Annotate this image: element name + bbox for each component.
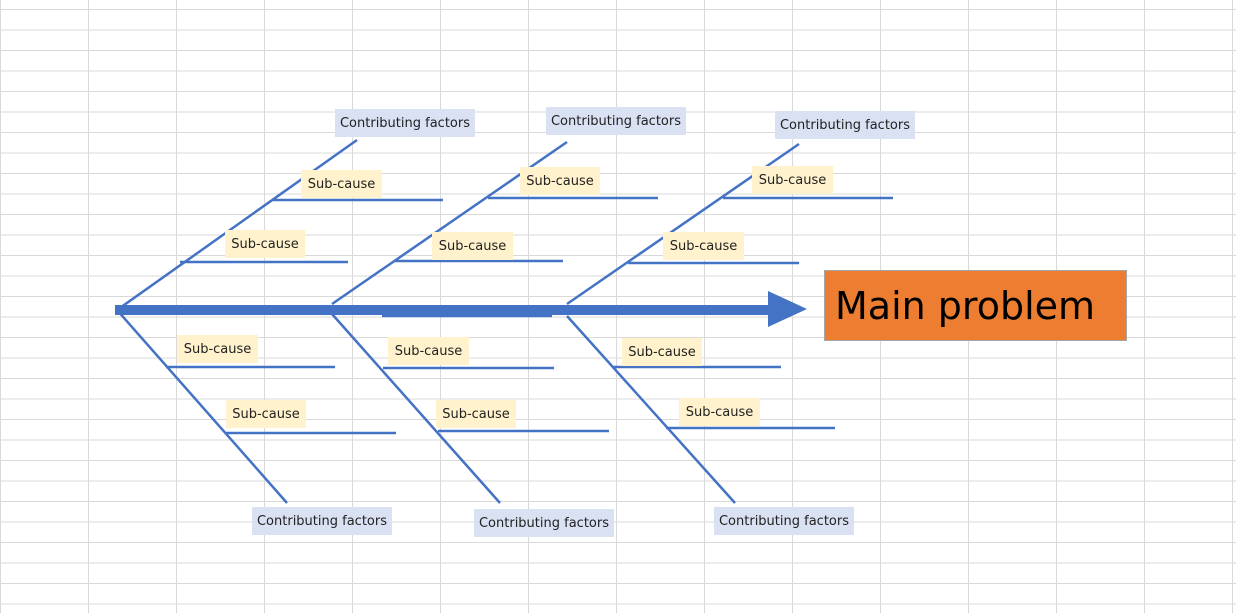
bones xyxy=(116,138,893,504)
lower-bone-3 xyxy=(566,315,736,504)
sub-cause-label: Sub-cause xyxy=(177,335,258,363)
contributing-factors-label: Contributing factors xyxy=(775,111,915,139)
lower-bone-2 xyxy=(331,313,501,504)
sub-cause-label: Sub-cause xyxy=(663,232,744,260)
main-problem-box: Main problem xyxy=(824,270,1127,341)
sub-cause-label: Sub-cause xyxy=(432,232,513,260)
contributing-factors-label: Contributing factors xyxy=(474,509,614,537)
sub-cause-label: Sub-cause xyxy=(520,167,600,195)
contributing-factors-label: Contributing factors xyxy=(714,507,854,535)
contributing-factors-label: Contributing factors xyxy=(252,507,392,535)
sub-cause-label: Sub-cause xyxy=(226,400,306,428)
sub-cause-label: Sub-cause xyxy=(436,400,516,428)
sub-cause-label: Sub-cause xyxy=(752,166,833,194)
sub-cause-label: Sub-cause xyxy=(679,398,760,426)
sub-cause-label: Sub-cause xyxy=(622,338,702,366)
contributing-factors-label: Contributing factors xyxy=(335,109,475,137)
contributing-factors-label: Contributing factors xyxy=(546,107,686,135)
spine-arrowhead xyxy=(768,291,807,327)
sub-cause-label: Sub-cause xyxy=(388,337,469,365)
sub-cause-label: Sub-cause xyxy=(301,170,382,198)
lower-bone-1 xyxy=(116,309,288,504)
upper-bone-1 xyxy=(116,138,358,312)
sub-cause-label: Sub-cause xyxy=(225,230,305,258)
